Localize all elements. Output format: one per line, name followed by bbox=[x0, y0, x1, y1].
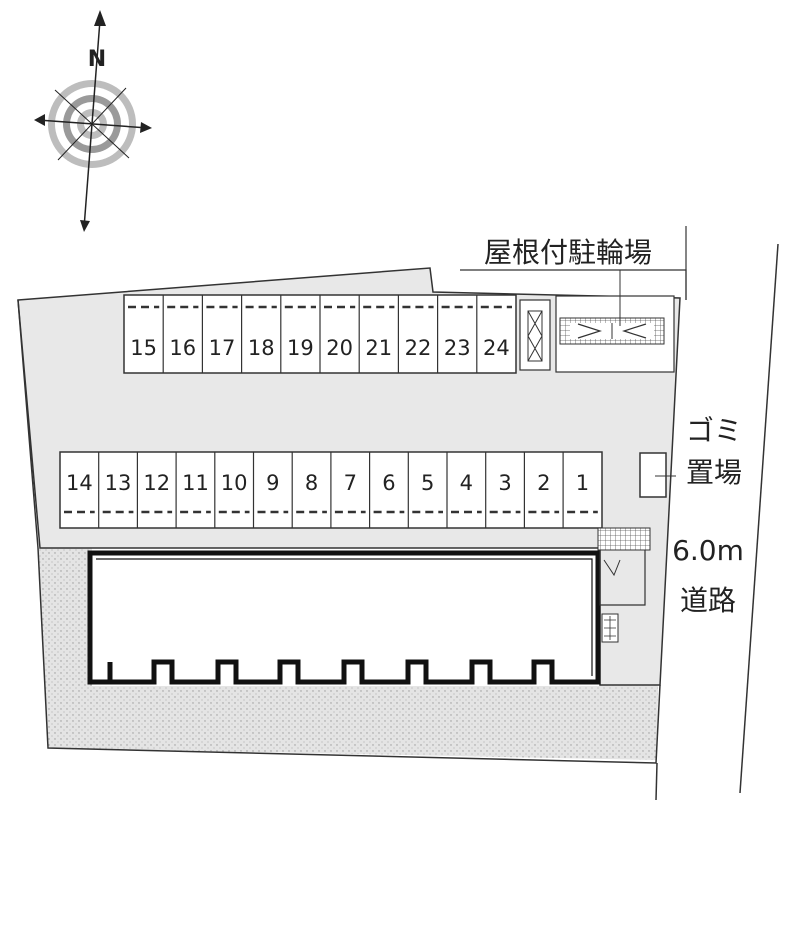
parking-space-number: 22 bbox=[405, 336, 432, 360]
parking-space-number: 12 bbox=[143, 471, 170, 495]
garbage-label-line2: 置場 bbox=[686, 456, 742, 489]
parking-space-number: 14 bbox=[66, 471, 93, 495]
bike-parking-label: 屋根付駐輪場 bbox=[484, 236, 652, 269]
utility-box bbox=[519, 299, 551, 371]
parking-space-number: 21 bbox=[365, 336, 392, 360]
covered-bike-parking bbox=[555, 295, 675, 373]
parking-space-number: 20 bbox=[326, 336, 353, 360]
parking-row-bottom: 14 13 12 11 10 9 8 7 6 5 4 3 2 1 bbox=[59, 451, 603, 529]
parking-row-top: 15 16 17 18 19 20 21 22 23 24 bbox=[123, 294, 517, 374]
parking-space-number: 23 bbox=[444, 336, 471, 360]
parking-space-number: 3 bbox=[498, 471, 511, 495]
parking-space-number: 24 bbox=[483, 336, 510, 360]
parking-space-number: 2 bbox=[537, 471, 550, 495]
parking-space-number: 13 bbox=[105, 471, 132, 495]
stippled-ground bbox=[38, 548, 660, 760]
garbage-area bbox=[639, 452, 667, 498]
parking-space-number: 5 bbox=[421, 471, 434, 495]
apartment-building bbox=[87, 550, 601, 685]
road-edge bbox=[739, 243, 779, 794]
north-arrow-icon bbox=[94, 10, 106, 26]
parking-space-number: 17 bbox=[209, 336, 236, 360]
stairs bbox=[597, 527, 651, 551]
parking-space-number: 6 bbox=[382, 471, 395, 495]
compass-rose-icon bbox=[34, 10, 152, 232]
parking-space-number: 10 bbox=[221, 471, 248, 495]
parking-space-number: 1 bbox=[576, 471, 589, 495]
parking-space-number: 11 bbox=[182, 471, 209, 495]
road-width-label: 6.0m bbox=[672, 534, 744, 567]
compass-north-label: N bbox=[88, 47, 106, 72]
parking-space-number: 4 bbox=[460, 471, 473, 495]
parking-space-number: 19 bbox=[287, 336, 314, 360]
parking-space-number: 7 bbox=[344, 471, 357, 495]
garbage-label-line1: ゴミ bbox=[686, 414, 742, 447]
parking-space-number: 16 bbox=[169, 336, 196, 360]
parking-space-number: 9 bbox=[266, 471, 279, 495]
parking-space-number: 8 bbox=[305, 471, 318, 495]
parking-space-number: 15 bbox=[130, 336, 157, 360]
road-name-label: 道路 bbox=[680, 584, 736, 617]
parking-space-number: 18 bbox=[248, 336, 275, 360]
